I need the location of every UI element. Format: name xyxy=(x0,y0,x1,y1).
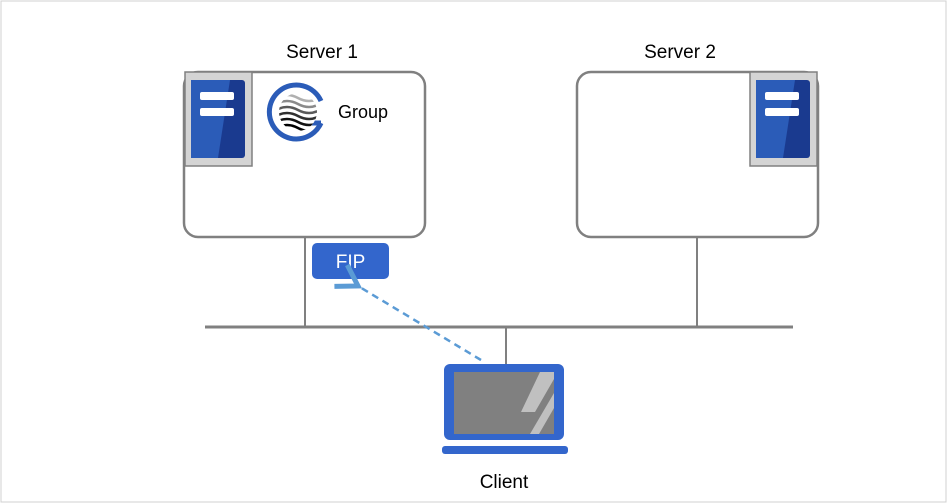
fip-badge: FIP xyxy=(312,243,389,279)
server-tower-icon xyxy=(749,71,818,167)
server-2: Server 2 xyxy=(575,42,820,239)
server-tower-icon xyxy=(184,71,253,167)
fip-label: FIP xyxy=(336,252,366,273)
fip-box xyxy=(312,243,389,279)
server1-label: Server 1 xyxy=(286,42,358,63)
laptop-icon xyxy=(442,364,568,454)
server-1: Server 1 Group xyxy=(182,42,427,239)
server2-label: Server 2 xyxy=(644,42,716,63)
group-label: Group xyxy=(338,102,388,122)
client-label: Client xyxy=(480,472,529,493)
